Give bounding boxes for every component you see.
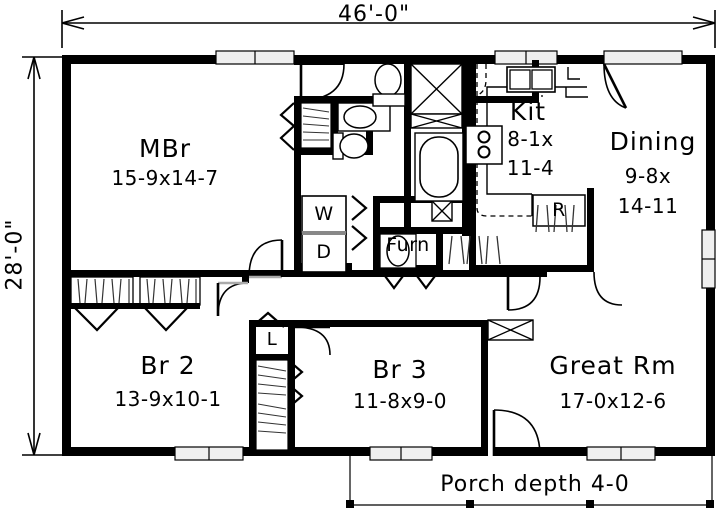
refrigerator-label: R [552,199,566,221]
room-dim-mbr: 15-9x14-7 [111,166,219,190]
door-linen-l [251,311,285,328]
room-dim-kit-2: 11-4 [506,156,555,180]
door-hall-bath [216,281,249,317]
refrigerator [532,194,586,227]
door-greatrm-hall [506,276,541,311]
washer-dryer [301,195,347,273]
doors [216,60,628,457]
room-label-br3: Br 3 [372,355,428,384]
porch-posts [346,500,714,508]
door-br3 [294,325,331,356]
porch-outline [349,455,713,506]
wall-stubs [62,196,547,340]
toilet-hall [379,233,417,269]
closet-x-greatrm [487,319,534,341]
dimension-left [22,56,62,456]
door-furnace-bifold [381,271,439,290]
window-greatrm-bottom [586,446,656,461]
room-label-kit: Kit [509,97,547,126]
furnace-label: Furn [386,234,430,256]
closet-br3 [255,359,304,451]
interior-walls [71,55,594,455]
door-dining-exterior [602,63,628,109]
door-laundry-bifold [351,195,368,251]
range-cooktop [465,125,503,165]
room-dim-dining-1: 9-8x [624,164,672,188]
dryer-label: D [316,241,332,263]
window-kitchen-top [494,50,558,65]
door-front-entry [488,409,541,457]
room-dim-kit-1: 8-1x [507,127,554,151]
room-dim-dining-2: 14-11 [617,194,679,218]
dining-closet-hatch [535,204,575,233]
closet-x-linen-lower [431,200,453,222]
room-dim-br3: 11-8x9-0 [353,389,447,413]
overall-height-label: 28'-0" [2,218,28,291]
porch-depth-label: Porch depth 4-0 [440,472,630,497]
window-br2-bottom [174,446,244,461]
closet-x-small [410,113,463,129]
vanity-mbr [337,102,391,132]
door-mbr [294,60,345,101]
linen-label: L [266,329,278,350]
room-dim-greatrm: 17-0x12-6 [559,389,667,413]
room-label-greatrm: Great Rm [549,351,677,380]
furnace-closet-hatch [448,235,501,265]
room-label-mbr: MBr [139,134,191,163]
window-br3-bottom [369,446,433,461]
closet-x-upper [410,63,463,115]
dimension-top [61,10,716,48]
toilet-mbr [332,132,369,160]
room-dim-br2: 13-9x10-1 [114,387,222,411]
window-mbr-top [215,50,295,65]
door-dining-great [593,271,623,306]
room-label-dining: Dining [609,127,697,156]
closet-mbr [279,102,332,151]
closet-br2-right [139,276,201,332]
closet-br2-left [70,276,134,332]
washer-label: W [314,203,334,225]
door-hall-laundry [248,239,284,279]
room-label-br2: Br 2 [140,351,196,380]
bathtub [414,132,464,202]
window-dining-right [701,229,716,289]
windows [174,50,716,461]
cabinet-tick [567,67,580,80]
overall-width-label: 46'-0" [338,2,411,27]
window-dining-top [603,50,683,65]
kitchen-sink [506,66,556,93]
lavatory-hall [372,63,406,107]
